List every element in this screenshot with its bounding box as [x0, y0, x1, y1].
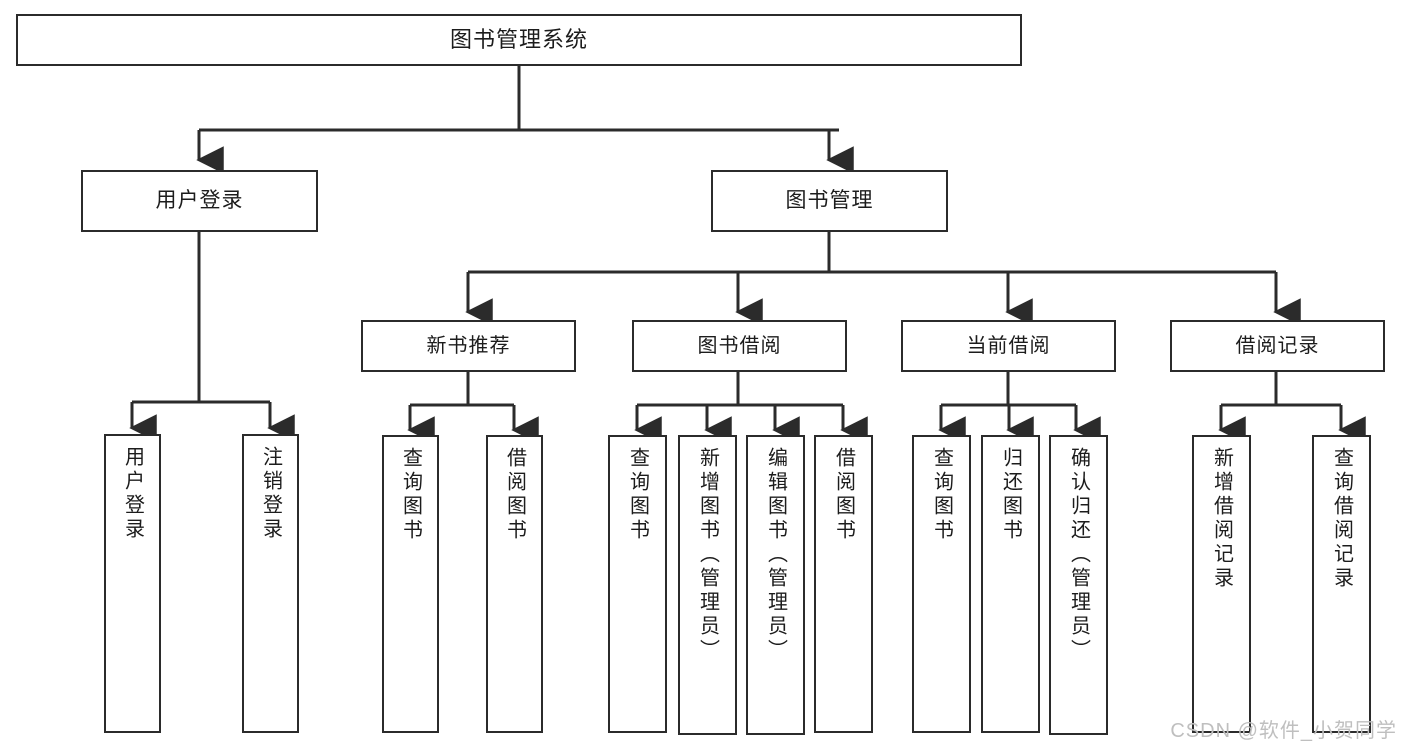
node-book-management[interactable]: 图书管理	[711, 170, 948, 232]
node-leaf-label: 借阅图书	[832, 447, 855, 543]
node-leaf-user-login[interactable]: 用户登录	[104, 434, 161, 733]
node-leaf-label: 查询图书	[626, 447, 649, 543]
node-leaf-logout[interactable]: 注销登录	[242, 434, 299, 733]
node-leaf-label: 用户登录	[121, 446, 144, 542]
node-current-borrow[interactable]: 当前借阅	[901, 320, 1116, 372]
node-leaf-add-borrow-record[interactable]: 新增借阅记录	[1192, 435, 1251, 733]
node-leaf-query-book-recommend[interactable]: 查询图书	[382, 435, 439, 733]
node-leaf-label: 查询图书	[930, 447, 953, 543]
node-leaf-return-book[interactable]: 归还图书	[981, 435, 1040, 733]
node-root-system[interactable]: 图书管理系统	[16, 14, 1022, 66]
node-leaf-label: 归还图书	[999, 447, 1022, 543]
node-leaf-query-book-borrow[interactable]: 查询图书	[608, 435, 667, 733]
node-leaf-label: 新增图书（管理员）	[696, 447, 719, 663]
node-leaf-label: 注销登录	[259, 446, 282, 542]
node-leaf-label: 查询借阅记录	[1330, 447, 1353, 591]
node-leaf-confirm-return-admin[interactable]: 确认归还（管理员）	[1049, 435, 1108, 735]
node-user-login[interactable]: 用户登录	[81, 170, 318, 232]
node-leaf-label: 查询图书	[399, 447, 422, 543]
node-book-borrow[interactable]: 图书借阅	[632, 320, 847, 372]
node-leaf-borrow-book[interactable]: 借阅图书	[814, 435, 873, 733]
node-leaf-label: 新增借阅记录	[1210, 447, 1233, 591]
node-leaf-edit-book-admin[interactable]: 编辑图书（管理员）	[746, 435, 805, 735]
node-borrow-record[interactable]: 借阅记录	[1170, 320, 1385, 372]
csdn-watermark: CSDN @软件_小贺同学	[1170, 720, 1397, 742]
node-leaf-label: 编辑图书（管理员）	[764, 447, 787, 663]
node-leaf-query-book-current[interactable]: 查询图书	[912, 435, 971, 733]
node-leaf-add-book-admin[interactable]: 新增图书（管理员）	[678, 435, 737, 735]
node-leaf-query-borrow-record[interactable]: 查询借阅记录	[1312, 435, 1371, 733]
node-new-book-recommend[interactable]: 新书推荐	[361, 320, 576, 372]
node-leaf-label: 借阅图书	[503, 447, 526, 543]
node-leaf-label: 确认归还（管理员）	[1067, 447, 1090, 663]
node-leaf-borrow-book-recommend[interactable]: 借阅图书	[486, 435, 543, 733]
